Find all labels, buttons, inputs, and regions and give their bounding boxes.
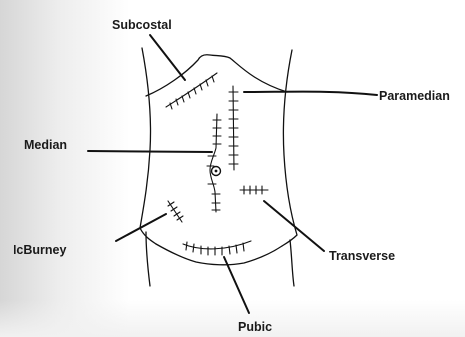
- right-leg-line: [290, 240, 294, 286]
- label-pubic: Pubic: [238, 321, 272, 334]
- umbilicus-center: [215, 170, 218, 173]
- subcostal-incision: [166, 73, 217, 109]
- median-incision: [207, 114, 221, 212]
- label-subcostal: Subcostal: [112, 19, 172, 32]
- paramedian-incision: [229, 86, 238, 170]
- label-transverse: Transverse: [329, 250, 395, 263]
- groin-line: [156, 244, 282, 265]
- transverse-leader: [264, 201, 324, 251]
- chest-line: [146, 55, 287, 96]
- subcostal-leader: [150, 35, 185, 80]
- transverse-incision: [240, 186, 268, 194]
- label-paramedian: Paramedian: [379, 90, 450, 103]
- pubic-incision: [183, 241, 251, 255]
- median-leader: [88, 151, 212, 152]
- mcburney-incision: [168, 201, 183, 222]
- leader-lines: [88, 35, 377, 313]
- label-median: Median: [24, 139, 67, 152]
- pubic-leader: [224, 257, 249, 313]
- paramedian-leader: [244, 92, 377, 95]
- torso-left-side: [140, 48, 156, 244]
- incisions: [166, 73, 268, 255]
- label-mcburney: McBurney: [6, 244, 66, 257]
- mcburney-leader: [116, 214, 166, 241]
